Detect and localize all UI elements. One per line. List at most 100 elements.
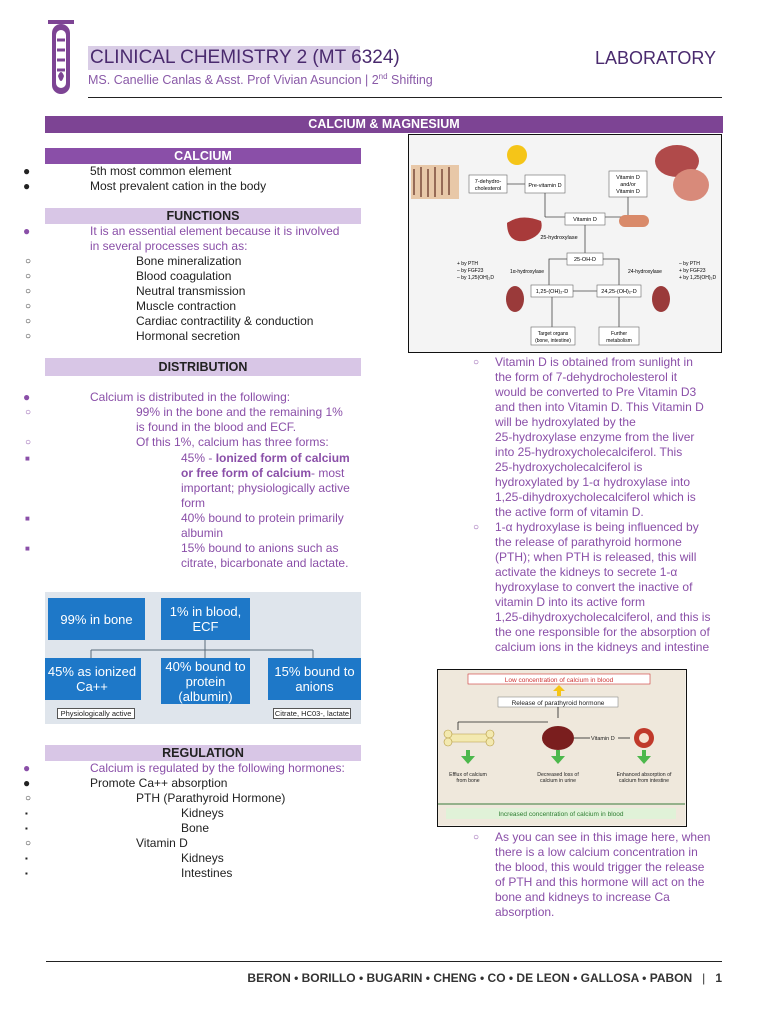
- flowchart-connectors: [90, 640, 314, 658]
- list-item: ▪Kidneys: [25, 806, 224, 820]
- list-item: ○As you can see in this image here, when: [473, 830, 711, 844]
- list-item: ●5th most common element: [23, 164, 232, 178]
- list-item: ▪Kidneys: [25, 851, 224, 865]
- list-item-cont: albumin: [181, 526, 224, 540]
- intestine-graphic: [673, 169, 709, 201]
- list-item: ○PTH (Parathyroid Hormone): [25, 791, 286, 805]
- list-item-cont: the active form of vitamin D.: [495, 505, 644, 519]
- svg-text:– by 1,25(OH)₂D: – by 1,25(OH)₂D: [457, 275, 494, 281]
- image-explanation-note: ○As you can see in this image here, when…: [473, 830, 710, 920]
- anion-types-tag: Citrate, HC03-, lactate: [273, 708, 351, 719]
- list-item-cont: the one responsible for the absorption o…: [495, 625, 710, 639]
- list-item-cont: would be converted to Pre Vitamin D3: [495, 385, 697, 399]
- list-item: ■15% bound to anions such as: [25, 541, 339, 555]
- liver-stomach-graphic: [655, 145, 699, 177]
- course-title: CLINICAL CHEMISTRY 2 (MT 6324): [88, 46, 400, 70]
- instructors-line: MS. Canellie Canlas & Asst. Prof Vivian …: [88, 72, 433, 88]
- list-item-cont: form: [181, 496, 205, 510]
- topic-banner: CALCIUM & MAGNESIUM: [45, 116, 723, 133]
- list-item-cont: (PTH); when PTH is released, this will: [495, 550, 697, 564]
- list-item: ●Most prevalent cation in the body: [23, 179, 267, 193]
- bone-graphic: [447, 733, 491, 743]
- list-item: ○Cardiac contractility & conduction: [25, 314, 314, 328]
- kidney-left-graphic: [506, 286, 524, 312]
- list-item-cont: calcium ions in the kidneys and intestin…: [495, 640, 710, 654]
- bone-box: 99% in bone: [48, 598, 145, 640]
- functions-heading: FUNCTIONS: [45, 208, 361, 224]
- footer-divider: [46, 961, 722, 962]
- svg-text:1,25-(OH)₂-D: 1,25-(OH)₂-D: [536, 289, 568, 295]
- kidney-right-graphic: [652, 286, 670, 312]
- svg-text:25-OH-D: 25-OH-D: [574, 257, 596, 263]
- svg-text:Low concentration of calcium i: Low concentration of calcium in blood: [505, 677, 614, 684]
- svg-text:1α-hydroxylase: 1α-hydroxylase: [510, 269, 544, 275]
- test-tube-logo: [48, 20, 74, 94]
- physiologically-active-tag: Physiologically active: [57, 708, 135, 719]
- list-item-cont: of PTH and this hormone will act on the: [495, 875, 705, 889]
- list-item: ●It is an essential element because it i…: [23, 224, 340, 238]
- svg-text:+ by 1,25(OH)₂D: + by 1,25(OH)₂D: [679, 275, 716, 281]
- svg-text:Vitamin D: Vitamin D: [591, 736, 615, 742]
- pth-calcium-diagram: Low concentration of calcium in blood Re…: [438, 670, 685, 825]
- list-item: ○Of this 1%, calcium has three forms:: [25, 435, 329, 449]
- svg-text:Vitamin D: Vitamin D: [573, 217, 597, 223]
- svg-text:Efflux of calcium: Efflux of calcium: [449, 772, 487, 778]
- svg-text:Release of parathyroid hormone: Release of parathyroid hormone: [512, 700, 605, 707]
- list-item-cont: 25-hydroxycholecalciferol is: [495, 460, 643, 474]
- list-item-cont: and then into Vitamin D. This Vitamin D: [495, 400, 704, 414]
- svg-text:7-dehydro-: 7-dehydro-: [475, 179, 502, 185]
- list-item: ○Vitamin D: [25, 836, 188, 850]
- list-item: ▪Bone: [25, 821, 210, 835]
- list-item-cont: will be hydroxylated by the: [495, 415, 636, 429]
- list-item-cont: is found in the blood and ECF.: [136, 420, 297, 434]
- svg-text:25-hydroxylase: 25-hydroxylase: [540, 235, 577, 241]
- svg-text:24-hydroxylase: 24-hydroxylase: [628, 269, 662, 275]
- svg-text:Further: Further: [611, 331, 627, 337]
- svg-text:Increased concentration of cal: Increased concentration of calcium in bl…: [498, 811, 623, 818]
- list-item: ○Bone mineralization: [25, 254, 242, 268]
- list-item: ●Calcium is regulated by the following h…: [23, 761, 345, 775]
- svg-text:(bone, intestine): (bone, intestine): [535, 338, 571, 344]
- list-item-cont: 25-hydroxylase enzyme from the liver: [495, 430, 695, 444]
- svg-text:calcium from intestine: calcium from intestine: [619, 778, 669, 784]
- vitamin-d-notes: ○Vitamin D is obtained from sunlight in …: [473, 355, 710, 655]
- svg-text:calcium in urine: calcium in urine: [540, 778, 576, 784]
- functions-list: ●It is an essential element because it i…: [23, 224, 340, 344]
- svg-text:Enhanced absorption of: Enhanced absorption of: [617, 772, 672, 778]
- list-item: ■40% bound to protein primarily: [25, 511, 344, 525]
- list-item-cont: absorption.: [495, 905, 555, 919]
- svg-text:Vitamin D: Vitamin D: [616, 189, 640, 195]
- distribution-heading: DISTRIBUTION: [45, 358, 361, 376]
- vitamin-d-pathway-figure: 7-dehydro- cholesterol Pre-vitamin D Vit…: [408, 134, 722, 353]
- list-item: ▪Intestines: [25, 866, 233, 880]
- svg-text:24,25-(OH)₂-D: 24,25-(OH)₂-D: [601, 289, 636, 295]
- svg-text:+ by FGF23: + by FGF23: [679, 268, 706, 274]
- list-item: ○Muscle contraction: [25, 299, 237, 313]
- svg-text:cholesterol: cholesterol: [475, 186, 502, 192]
- kidney-graphic: [542, 726, 574, 750]
- header-divider: [88, 97, 722, 98]
- footer-authors: BERON • BORILLO • BUGARIN • CHENG • CO •…: [247, 971, 722, 985]
- list-item: ○Neutral transmission: [25, 284, 246, 298]
- list-item-cont: hydroxylase to convert the inactive of: [495, 580, 693, 594]
- list-item-cont: important; physiologically active: [181, 481, 350, 495]
- svg-text:Vitamin D: Vitamin D: [616, 175, 640, 181]
- distribution-list: ●Calcium is distributed in the following…: [23, 390, 350, 571]
- list-item: ○Vitamin D is obtained from sunlight in: [473, 355, 693, 369]
- list-item: ○Hormonal secretion: [25, 329, 241, 343]
- list-item-cont: vitamin D into its active form: [495, 595, 646, 609]
- page-number: 1: [715, 971, 722, 985]
- regulation-heading: REGULATION: [45, 745, 361, 761]
- liver-graphic: [507, 217, 542, 242]
- svg-text:– by FGF23: – by FGF23: [457, 268, 484, 274]
- list-item-cont: into 25-hydroxycholecalciferol. This: [495, 445, 683, 459]
- list-item-cont: the blood, this would trigger the releas…: [495, 860, 705, 874]
- list-item: ○1-α hydroxylase is being influenced by: [473, 520, 699, 534]
- list-item-cont: 1,25-dihydroxycholecalciferol, and this …: [495, 610, 711, 624]
- list-item-cont: the form of 7-dehydrocholesterol it: [495, 370, 678, 384]
- svg-text:– by PTH: – by PTH: [679, 261, 700, 267]
- section-label: LABORATORY: [594, 48, 716, 68]
